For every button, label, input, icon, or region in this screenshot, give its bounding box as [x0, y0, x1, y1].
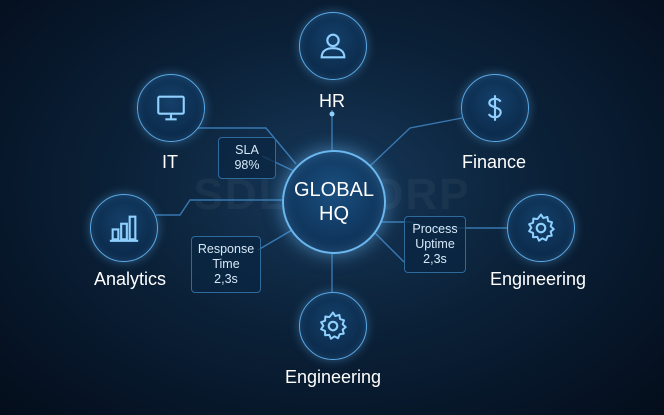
metric-response-name-2: Time [212, 257, 240, 271]
connector-analytics [156, 199, 282, 216]
metric-sla-name: SLA [235, 143, 259, 157]
dollar-icon [487, 95, 502, 121]
node-engineering-right[interactable] [507, 194, 575, 262]
metric-sla-value: 98% [234, 158, 260, 172]
user-icon [320, 33, 346, 59]
node-hr[interactable] [299, 12, 367, 80]
metric-process-name-2: Uptime [415, 237, 455, 251]
node-finance[interactable] [461, 74, 529, 142]
node-analytics[interactable] [90, 194, 158, 262]
node-engineering-right-label: Engineering [489, 269, 587, 289]
hub-title-line1: GLOBAL [293, 179, 375, 201]
gear-icon [320, 311, 347, 340]
connector-finance [369, 117, 463, 167]
connector-response [257, 229, 293, 251]
metric-response-time: Response Time 2,3s [191, 236, 261, 293]
connector-process [371, 229, 405, 263]
node-hr-label: HR [319, 91, 345, 111]
bar-chart-icon [109, 215, 139, 242]
metric-process-value: 2,3s [423, 252, 447, 266]
global-hq-hub[interactable]: GLOBAL HQ [282, 150, 386, 254]
metric-process-name-1: Process [412, 222, 458, 236]
monitor-icon [157, 95, 185, 121]
metric-response-name-1: Response [197, 242, 255, 256]
node-it-label: IT [162, 152, 178, 172]
node-it[interactable] [137, 74, 205, 142]
hub-title-line2: HQ [319, 203, 349, 225]
node-finance-label: Finance [461, 152, 527, 172]
metric-process-uptime: Process Uptime 2,3s [404, 216, 466, 273]
metric-response-value: 2,3s [214, 272, 238, 286]
node-engineering-bottom-label: Engineering [284, 367, 382, 387]
hr-connector-dot [329, 111, 335, 117]
node-analytics-label: Analytics [93, 269, 167, 289]
gear-icon [528, 213, 555, 242]
node-engineering-bottom[interactable] [299, 292, 367, 360]
connector-it [196, 127, 297, 165]
metric-sla: SLA 98% [218, 137, 276, 179]
